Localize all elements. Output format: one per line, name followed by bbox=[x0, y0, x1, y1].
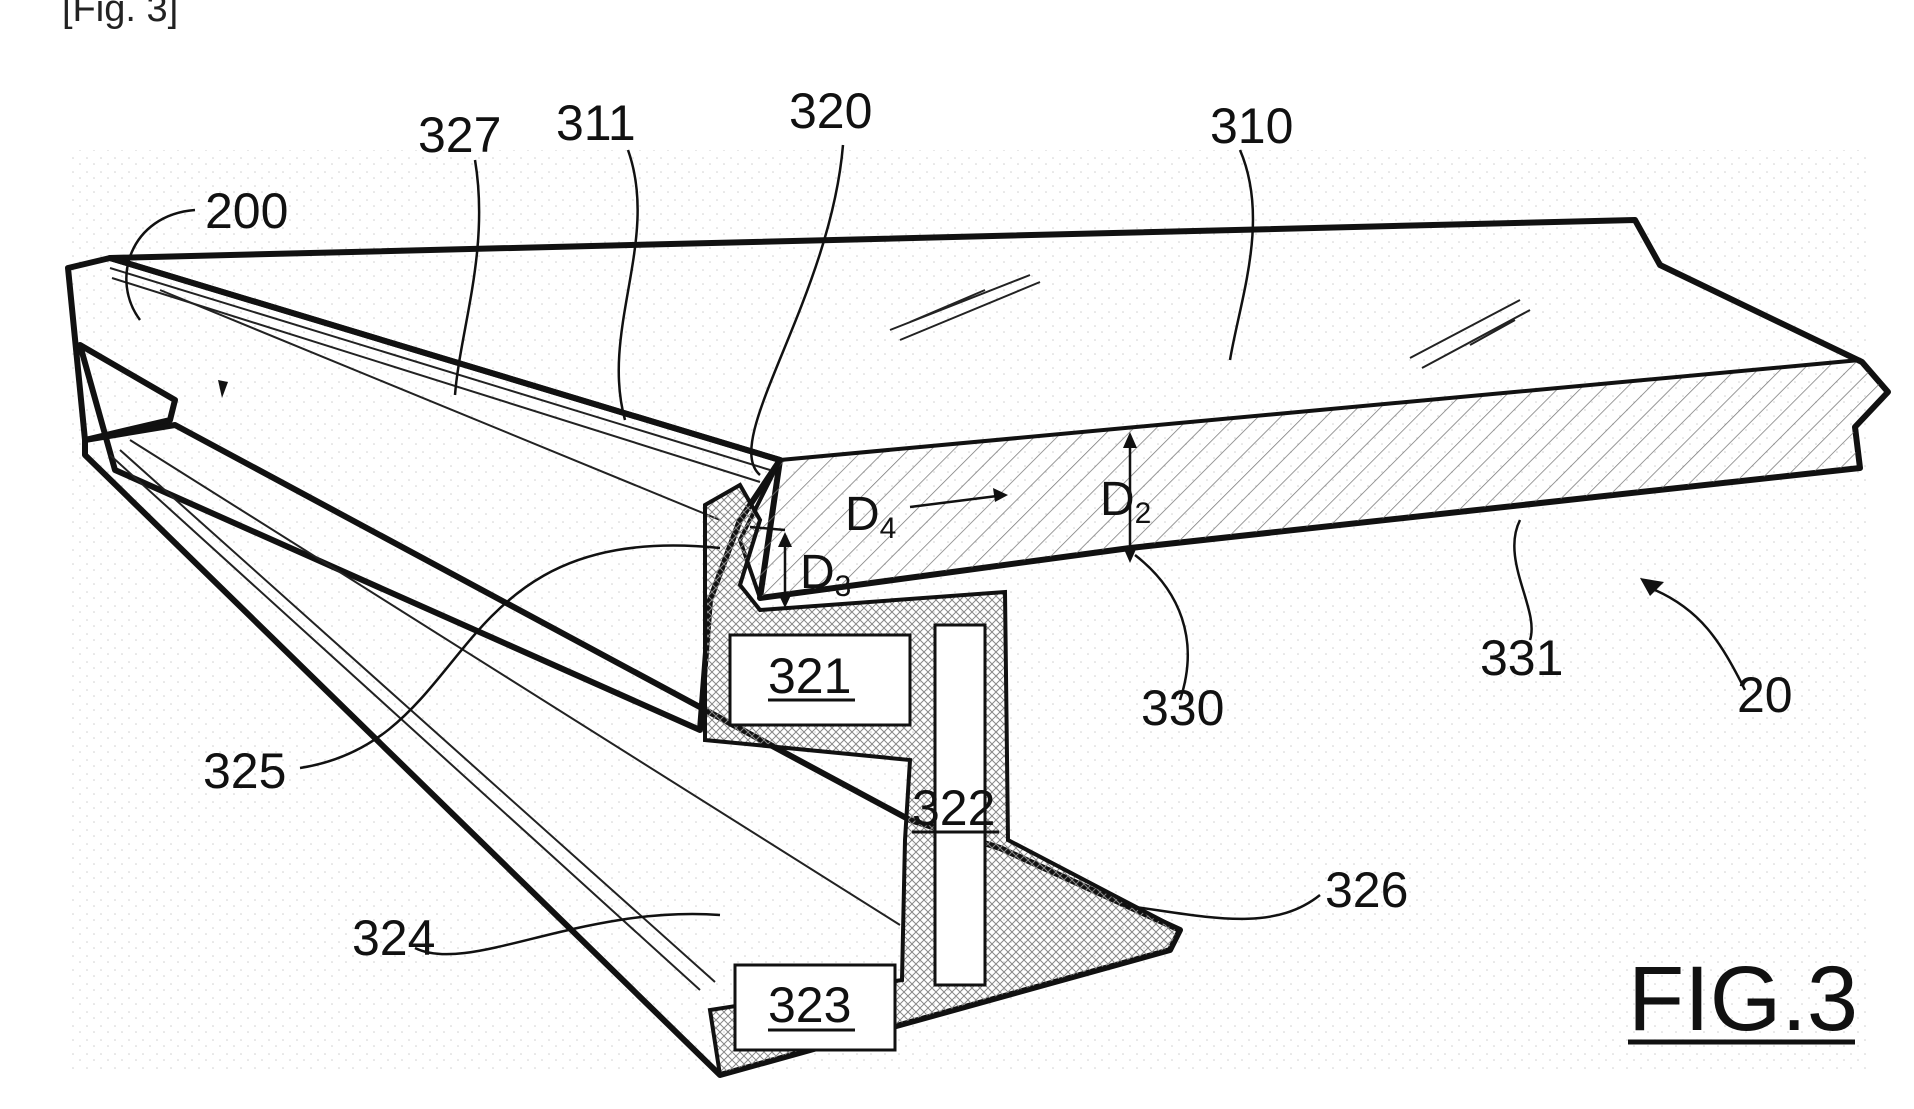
ref-310: 310 bbox=[1210, 98, 1293, 154]
ref-20: 20 bbox=[1737, 667, 1793, 723]
ref-331: 331 bbox=[1480, 630, 1563, 686]
ref-325: 325 bbox=[203, 743, 286, 799]
ref-327: 327 bbox=[418, 107, 501, 163]
figure-label: FIG.3 bbox=[1628, 948, 1858, 1050]
ref-323: 323 bbox=[768, 977, 851, 1033]
ref-330: 330 bbox=[1141, 680, 1224, 736]
ref-200: 200 bbox=[205, 183, 288, 239]
ref-326: 326 bbox=[1325, 862, 1408, 918]
ref-320: 320 bbox=[789, 83, 872, 139]
ref-322: 322 bbox=[912, 780, 995, 836]
ref-324: 324 bbox=[352, 910, 435, 966]
ref-321: 321 bbox=[768, 648, 851, 704]
ref-311: 311 bbox=[556, 95, 636, 151]
